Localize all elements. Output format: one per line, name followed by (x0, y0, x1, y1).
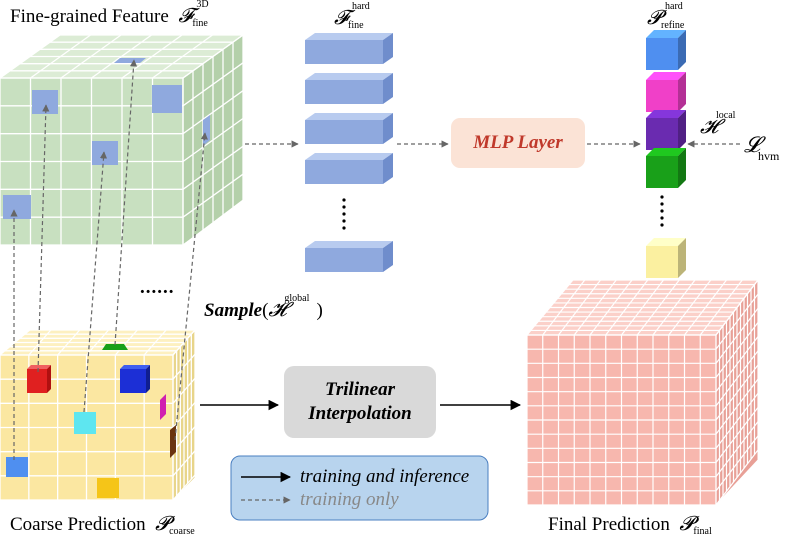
trilinear-label: Trilinear Interpolation (308, 379, 412, 424)
legend-solid-text: training and inference (300, 466, 470, 487)
mlp-layer-box (451, 118, 585, 168)
feature-vector (305, 241, 393, 272)
trilinear-box (284, 366, 436, 438)
sampled-cell (92, 141, 118, 165)
mlp-layer-label: MLP Layer (473, 132, 563, 153)
sampled-cell (3, 195, 31, 219)
refined-voxel (646, 30, 686, 70)
refined-voxel (646, 72, 686, 112)
refined-voxel (646, 110, 686, 150)
voxel-cyan (74, 412, 96, 434)
sampling-arrows (10, 59, 208, 460)
fine-feature-cube (0, 34, 245, 246)
final-prediction-cube (525, 278, 760, 507)
legend-dashed-text: training only (300, 489, 399, 510)
feature-vector (305, 33, 393, 64)
refined-prediction-voxels (646, 30, 686, 278)
refined-voxel (646, 238, 686, 278)
feature-vector (305, 113, 393, 144)
feature-vector (305, 153, 393, 184)
sampled-cell (152, 85, 182, 113)
refined-voxel (646, 148, 686, 188)
flow-arrows (200, 140, 740, 411)
vertical-dots-feature (342, 198, 346, 230)
coarse-prediction-cube (0, 328, 197, 502)
legend-box (230, 455, 489, 521)
voxel-blue (120, 369, 146, 393)
vertical-dots-refine (660, 195, 664, 227)
hard-feature-vectors (305, 33, 393, 272)
sampled-cell (32, 90, 58, 114)
voxel-gold (97, 478, 119, 498)
voxel-blue-small (6, 457, 28, 477)
voxel-magenta (160, 394, 166, 420)
ellipsis-label: ...... (140, 277, 175, 298)
voxel-green (102, 344, 128, 350)
voxel-brown (170, 425, 176, 458)
voxel-red (27, 369, 47, 393)
feature-vector (305, 73, 393, 104)
